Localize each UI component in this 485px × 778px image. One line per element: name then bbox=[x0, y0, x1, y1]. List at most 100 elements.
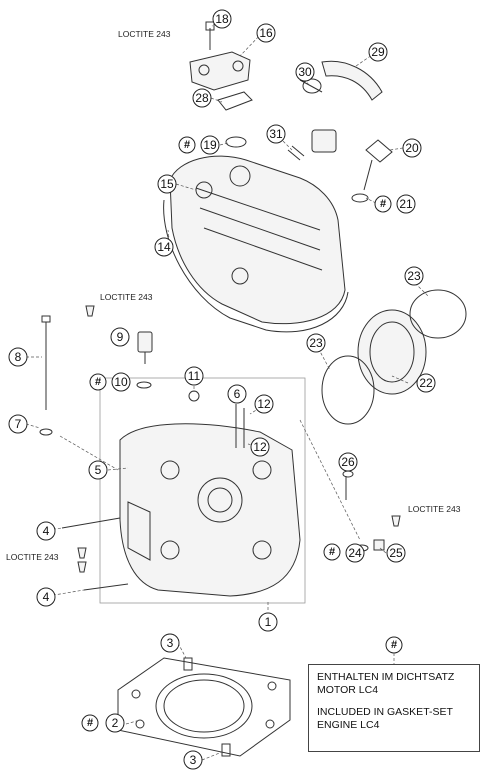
svg-text:6: 6 bbox=[234, 387, 241, 401]
temp-sensor-drawing bbox=[136, 331, 153, 389]
o-ring-drawing bbox=[225, 136, 247, 148]
callout-7: 7 bbox=[8, 414, 28, 434]
callout-4-lower: 4 bbox=[36, 587, 56, 607]
seal-drawing bbox=[217, 91, 253, 111]
cylinder-head-drawing bbox=[99, 377, 306, 604]
svg-text:3: 3 bbox=[190, 753, 197, 767]
svg-text:1: 1 bbox=[265, 615, 272, 629]
svg-text:#: # bbox=[380, 198, 386, 210]
callout-8: 8 bbox=[8, 347, 28, 367]
svg-text:24: 24 bbox=[348, 546, 362, 560]
callout-21: 21 bbox=[396, 194, 416, 214]
callout-28: 28 bbox=[192, 88, 212, 108]
svg-text:20: 20 bbox=[405, 141, 419, 155]
callout-14: 14 bbox=[154, 237, 174, 257]
callout-15: 15 bbox=[157, 174, 177, 194]
callout-4-upper: 4 bbox=[36, 521, 56, 541]
svg-text:11: 11 bbox=[188, 369, 201, 383]
legend-hash-marker: # bbox=[385, 636, 403, 654]
intake-flange-drawing bbox=[321, 289, 467, 425]
svg-text:23: 23 bbox=[407, 269, 421, 283]
svg-text:8: 8 bbox=[15, 350, 22, 364]
svg-text:2: 2 bbox=[112, 716, 119, 730]
loctite-label: LOCTITE 243 bbox=[408, 504, 461, 514]
svg-text:28: 28 bbox=[195, 91, 209, 105]
callout-2: 2 bbox=[105, 713, 125, 733]
svg-text:29: 29 bbox=[371, 45, 385, 59]
svg-text:7: 7 bbox=[15, 417, 22, 431]
svg-text:3: 3 bbox=[167, 636, 174, 650]
plug-drawings bbox=[77, 305, 401, 573]
svg-text:19: 19 bbox=[203, 138, 217, 152]
svg-text:23: 23 bbox=[309, 336, 323, 350]
dowel-drawing bbox=[183, 657, 231, 757]
svg-text:15: 15 bbox=[160, 177, 174, 191]
elbow-hose-drawing bbox=[299, 60, 383, 101]
callout-11: 11 bbox=[184, 366, 204, 386]
svg-text:22: 22 bbox=[419, 376, 433, 390]
hash-marker: # bbox=[81, 714, 99, 732]
svg-text:#: # bbox=[87, 717, 93, 729]
hash-marker: # bbox=[178, 136, 196, 154]
svg-text:5: 5 bbox=[95, 463, 102, 477]
hash-marker: # bbox=[323, 543, 341, 561]
svg-text:#: # bbox=[184, 139, 190, 151]
svg-text:31: 31 bbox=[269, 127, 283, 141]
callout-1: 1 bbox=[258, 612, 278, 632]
long-bolt-drawing bbox=[39, 315, 53, 436]
callout-16: 16 bbox=[256, 23, 276, 43]
svg-text:#: # bbox=[95, 376, 101, 388]
note-line-en-2: ENGINE LC4 bbox=[317, 719, 380, 731]
callout-3-upper: 3 bbox=[160, 633, 180, 653]
hash-marker: # bbox=[89, 373, 107, 391]
bolt-washer-drawing bbox=[351, 139, 393, 203]
callout-24: 24 bbox=[345, 543, 365, 563]
svg-text:#: # bbox=[391, 639, 397, 651]
callout-3-lower: 3 bbox=[183, 750, 203, 770]
callout-6: 6 bbox=[227, 384, 247, 404]
note-line-en-1: INCLUDED IN GASKET-SET bbox=[317, 706, 453, 718]
hash-marker: # bbox=[374, 195, 392, 213]
svg-text:12: 12 bbox=[253, 440, 267, 454]
head-gasket-drawing bbox=[117, 657, 291, 757]
svg-text:26: 26 bbox=[341, 455, 355, 469]
callout-26: 26 bbox=[338, 452, 358, 472]
note-line-de-1: ENTHALTEN IM DICHTSATZ bbox=[317, 671, 455, 683]
loctite-label: LOCTITE 243 bbox=[100, 292, 153, 302]
svg-text:10: 10 bbox=[114, 375, 128, 389]
svg-text:12: 12 bbox=[257, 397, 271, 411]
loctite-label: LOCTITE 243 bbox=[6, 552, 59, 562]
callout-9: 9 bbox=[110, 327, 130, 347]
svg-text:16: 16 bbox=[259, 26, 273, 40]
svg-text:9: 9 bbox=[117, 330, 124, 344]
callout-5: 5 bbox=[88, 460, 108, 480]
callout-29: 29 bbox=[368, 42, 388, 62]
callout-10: 10 bbox=[111, 372, 131, 392]
callout-22: 22 bbox=[416, 373, 436, 393]
callout-23-lower: 23 bbox=[306, 333, 326, 353]
gasket-set-note: ENTHALTEN IM DICHTSATZ MOTOR LC4 INCLUDE… bbox=[308, 664, 480, 752]
callout-19: 19 bbox=[200, 135, 220, 155]
callout-25: 25 bbox=[386, 543, 406, 563]
svg-text:#: # bbox=[329, 546, 335, 558]
svg-text:18: 18 bbox=[215, 12, 229, 26]
note-line-de-2: MOTOR LC4 bbox=[317, 684, 379, 696]
callout-31: 31 bbox=[266, 124, 286, 144]
plug-connector-drawing bbox=[287, 129, 337, 161]
callout-23-top: 23 bbox=[404, 266, 424, 286]
callout-12-lower: 12 bbox=[250, 437, 270, 457]
callout-30: 30 bbox=[295, 62, 315, 82]
svg-text:14: 14 bbox=[157, 240, 171, 254]
svg-text:4: 4 bbox=[43, 590, 50, 604]
callout-12-upper: 12 bbox=[254, 394, 274, 414]
svg-text:4: 4 bbox=[43, 524, 50, 538]
callout-18: 18 bbox=[212, 9, 232, 29]
loctite-label: LOCTITE 243 bbox=[118, 29, 171, 39]
svg-text:25: 25 bbox=[389, 546, 403, 560]
callout-20: 20 bbox=[402, 138, 422, 158]
svg-text:30: 30 bbox=[298, 65, 312, 79]
valve-cover-drawing bbox=[169, 155, 346, 325]
cover-gasket-drawing bbox=[163, 199, 349, 333]
water-connector-drawing bbox=[189, 21, 251, 91]
